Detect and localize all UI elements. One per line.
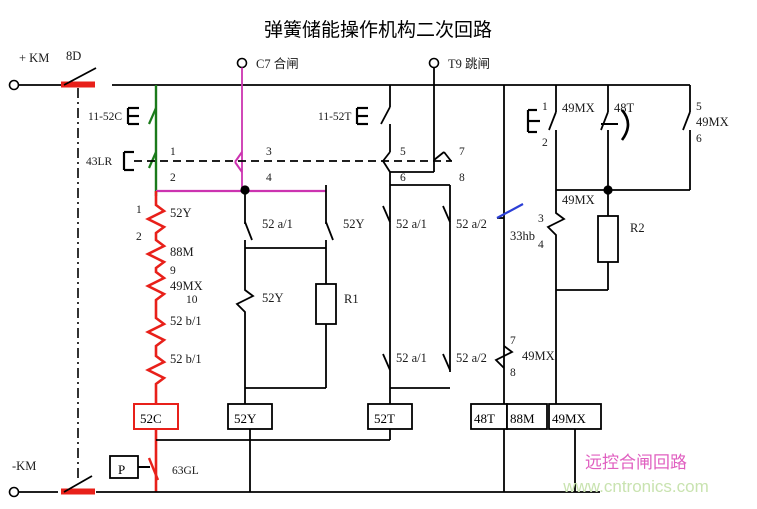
coil-box-88m[interactable] — [506, 403, 548, 430]
red-chain-label-52y: 52Y — [170, 206, 192, 220]
red-chain-label-49mx: 49MX — [170, 279, 203, 293]
trip-contact-52a2-lower: 52 a/2 — [456, 351, 487, 365]
pressure-63gl-label: 63GL — [172, 465, 199, 477]
trip-contact-num-6: 6 — [400, 172, 406, 184]
t9-terminal-dot — [428, 57, 440, 69]
watermark-line-1: 远控合闸回路 — [585, 453, 687, 472]
close-source-label: C7 合闸 — [256, 56, 299, 71]
right-48t-label: 48T — [614, 101, 635, 115]
contact-num-3: 3 — [266, 146, 272, 158]
contact-49mx-78-blade[interactable] — [494, 345, 514, 369]
positive-bus — [8, 79, 690, 91]
close-contact-52y-lower-label: 52Y — [262, 291, 284, 305]
isolator-8d[interactable] — [61, 67, 97, 480]
red-chain-term-2: 2 — [136, 231, 142, 243]
bottom-wiring — [8, 429, 600, 498]
coil-label-52y: 52Y — [234, 411, 257, 426]
motor-49mx-term-8: 8 — [510, 367, 516, 379]
pushbutton-11-52c[interactable] — [126, 106, 139, 126]
contact-num-1: 1 — [170, 146, 176, 158]
c7-terminal-dot — [236, 57, 248, 69]
coil-box-52c[interactable] — [133, 403, 179, 430]
right-49mx-branch — [546, 85, 691, 404]
coil-box-52t[interactable] — [367, 403, 413, 430]
coil-row — [133, 403, 602, 430]
motor-33hb-branch — [494, 85, 524, 404]
trip-source-terminal[interactable] — [428, 57, 440, 161]
trip-source-label: T9 跳闸 — [448, 57, 490, 71]
close-source-terminal[interactable] — [236, 57, 248, 191]
right-49mx56-label: 49MX — [696, 115, 729, 129]
red-chain-label-52b1-a: 52 b/1 — [170, 314, 202, 328]
close-52y-branch — [235, 185, 337, 404]
close-control-green-branch — [147, 85, 158, 196]
resistor-r1-label: R1 — [344, 292, 359, 306]
resistor-r1-body — [315, 283, 337, 325]
right-49mx-term-1: 1 — [542, 101, 548, 113]
pressure-switch-label: P — [118, 462, 125, 477]
positive-terminal-label: + KM — [19, 51, 49, 65]
red-chain-label-88m: 88M — [170, 245, 194, 259]
selector-43lr[interactable] — [122, 150, 134, 172]
isolator-8d-label: 8D — [66, 49, 81, 63]
pushbutton-11-52t[interactable] — [355, 85, 391, 152]
right-49mx-term-2: 2 — [542, 137, 548, 149]
contact-33hb-blade[interactable] — [496, 203, 524, 219]
trip-contact-num-8: 8 — [459, 172, 465, 184]
right-49mx34-label: 49MX — [562, 193, 595, 207]
junction-dot-close — [240, 185, 250, 195]
selector-43lr-label: 43LR — [86, 156, 113, 168]
page-title: 弹簧储能操作机构二次回路 — [264, 19, 492, 41]
timer-48t-symbol — [601, 109, 630, 141]
right-49mx56-term-6: 6 — [696, 133, 702, 145]
close-interlock-red-chain — [145, 191, 167, 404]
coil-label-88m: 88M — [510, 411, 535, 426]
trip-contact-num-7: 7 — [459, 146, 465, 158]
pushbutton-11-52t-label: 11-52T — [318, 111, 351, 123]
positive-terminal-dot — [8, 79, 20, 91]
coil-label-48t: 48T — [474, 411, 495, 426]
right-49mx56-term-5: 5 — [696, 101, 702, 113]
trip-contact-num-5: 5 — [400, 146, 406, 158]
resistor-r2-body — [597, 215, 619, 263]
coil-label-52t: 52T — [374, 411, 395, 426]
right-49mx-label: 49MX — [562, 101, 595, 115]
coil-box-52y[interactable] — [227, 403, 273, 430]
close-contact-34[interactable] — [234, 151, 243, 173]
close-contact-52y-upper-label: 52Y — [343, 217, 365, 231]
resistor-r2-label: R2 — [630, 221, 645, 235]
red-chain-term-1: 1 — [136, 204, 142, 216]
motor-49mx-label: 49MX — [522, 349, 555, 363]
contact-num-2: 2 — [170, 172, 176, 184]
right-49mx34-term-4: 4 — [538, 239, 544, 251]
trip-branch — [382, 151, 452, 404]
right-49mx34-term-3: 3 — [538, 213, 544, 225]
trip-contact-52a1-lower: 52 a/1 — [396, 351, 427, 365]
negative-terminal-label: -KM — [12, 459, 36, 473]
red-chain-term-10: 10 — [186, 294, 198, 306]
motor-49mx-term-7: 7 — [510, 335, 516, 347]
contact-33hb-label: 33hb — [510, 229, 535, 243]
watermark-line-2: www.cntronics.com — [562, 477, 708, 496]
negative-terminal-dot — [8, 486, 20, 498]
trip-contact-52a2-upper: 52 a/2 — [456, 217, 487, 231]
coil-label-52c: 52C — [140, 411, 162, 426]
negative-isolator-bar[interactable] — [61, 488, 95, 495]
pressure-switch-63gl[interactable] — [109, 455, 160, 481]
red-chain-term-9: 9 — [170, 265, 176, 277]
coil-label-49mx: 49MX — [552, 411, 587, 426]
close-contact-52a1-label: 52 a/1 — [262, 217, 293, 231]
trip-contact-52a1-upper: 52 a/1 — [396, 217, 427, 231]
relay-bracket-49mx[interactable] — [526, 108, 540, 134]
pushbutton-11-52c-label: 11-52C — [88, 111, 122, 123]
coil-box-48t[interactable] — [470, 403, 508, 430]
contact-num-4: 4 — [266, 172, 272, 184]
red-chain-label-52b1-b: 52 b/1 — [170, 352, 202, 366]
